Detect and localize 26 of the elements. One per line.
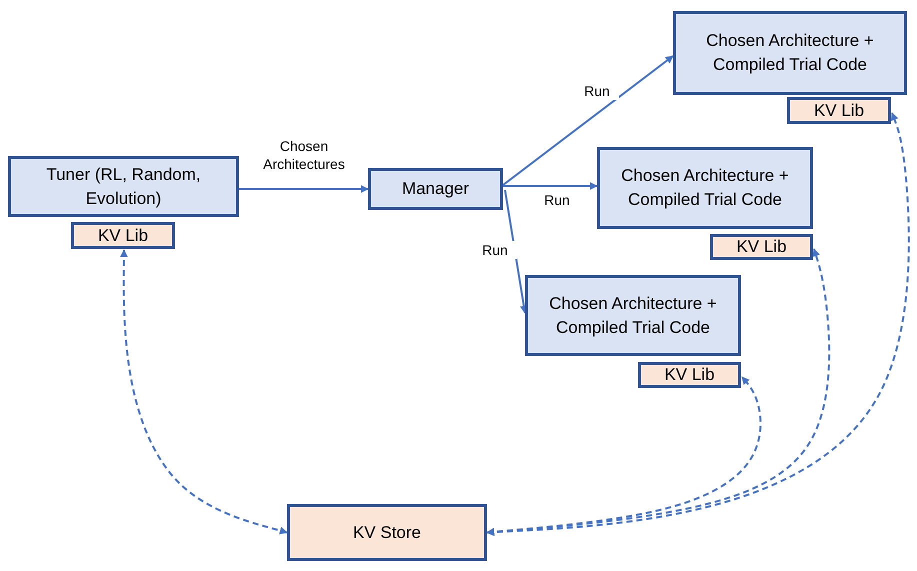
dashed-arrow <box>486 112 910 536</box>
arrow <box>239 185 369 193</box>
storage-box <box>638 362 741 388</box>
process-box <box>525 275 741 356</box>
process-box <box>597 147 813 229</box>
dashed-arrow <box>120 249 288 534</box>
arrow <box>503 182 598 190</box>
node-text: Chosen Architecture + Compiled Trial Code <box>548 292 718 338</box>
storage-box <box>710 234 813 260</box>
node-text: KV Lib <box>664 364 715 386</box>
node-text: Chosen Architecture + Compiled Trial Code <box>705 30 875 76</box>
node-text: KV Lib <box>736 236 787 258</box>
node-text: Tuner (RL, Random, Evolution) <box>45 164 202 210</box>
node-text: Chosen Architecture + Compiled Trial Code <box>620 165 790 211</box>
node-text: KV Store <box>352 522 422 544</box>
storage-box <box>787 97 891 124</box>
arrow <box>502 55 674 186</box>
node-text: KV Lib <box>98 224 148 246</box>
node-text: Manager <box>402 178 470 200</box>
node-text: KV Lib <box>814 100 864 122</box>
process-box <box>368 168 503 210</box>
storage-box <box>71 222 175 249</box>
process-box <box>673 11 907 95</box>
process-box <box>8 156 239 217</box>
dashed-arrow <box>486 248 830 536</box>
storage-box <box>287 504 487 561</box>
